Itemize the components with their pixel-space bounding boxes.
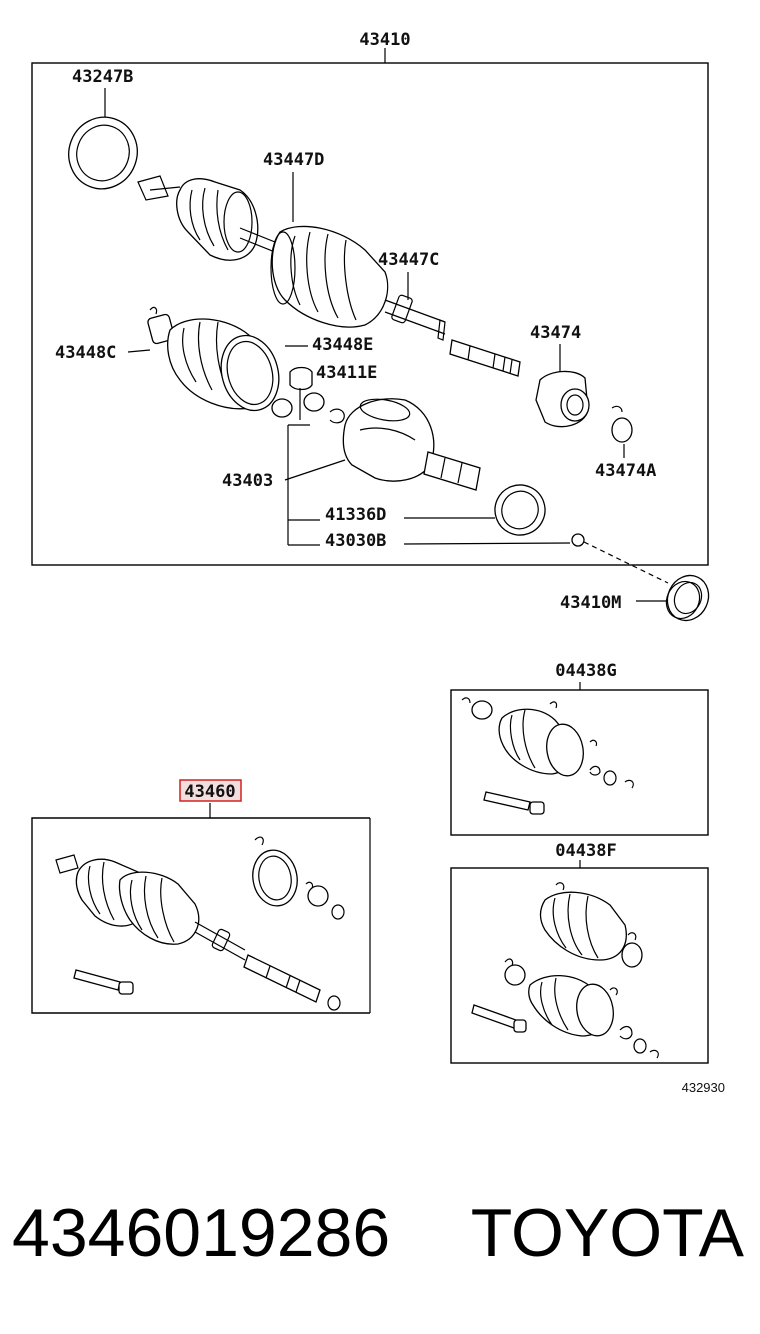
outer-shaft-assembly xyxy=(137,175,521,377)
label-41336d[interactable]: 41336D xyxy=(325,505,386,525)
small-clip-part xyxy=(329,408,345,424)
inner-boot-part xyxy=(147,306,280,412)
brand-text: TOYOTA xyxy=(471,1195,745,1271)
label-43410m[interactable]: 43410M xyxy=(560,593,621,613)
label-43474[interactable]: 43474 xyxy=(530,323,581,343)
bearing-part xyxy=(535,370,590,428)
figure-number: 432930 xyxy=(682,1080,725,1095)
main-assembly-frame xyxy=(31,62,709,566)
highlight-43460 xyxy=(179,779,242,802)
seal-part xyxy=(665,574,710,622)
label-43447d[interactable]: 43447D xyxy=(263,150,324,170)
boot-kit-f-frame xyxy=(450,867,709,1064)
label-43403[interactable]: 43403 xyxy=(222,471,273,491)
boot-kit-f-group: 04438F xyxy=(450,841,709,1064)
part-number-text: 4346019286 xyxy=(12,1195,390,1271)
label-04438g[interactable]: 04438G xyxy=(555,661,616,681)
label-43411e[interactable]: 43411E xyxy=(316,363,377,383)
snap-ring-part xyxy=(611,405,633,443)
label-43474a[interactable]: 43474A xyxy=(595,461,656,481)
label-04438f[interactable]: 04438F xyxy=(555,841,616,861)
dust-deflector-part xyxy=(494,484,546,536)
boot-kit-g-group: 04438G xyxy=(450,661,709,836)
outboard-joint-part xyxy=(342,398,481,491)
boot-kit-g-frame xyxy=(450,689,709,836)
label-43447c[interactable]: 43447C xyxy=(378,250,439,270)
label-43410[interactable]: 43410 xyxy=(359,30,410,50)
label-43460[interactable]: 43460 xyxy=(184,782,235,802)
clamp-ring-part xyxy=(68,116,138,190)
shaft-assembly-frame xyxy=(31,817,370,1014)
label-43247b[interactable]: 43247B xyxy=(72,67,133,87)
ball-part xyxy=(571,533,585,547)
shaft-assembly-group: 43460 xyxy=(31,779,371,1014)
label-43448c[interactable]: 43448C xyxy=(55,343,116,363)
label-43030b[interactable]: 43030B xyxy=(325,531,386,551)
tripod-part xyxy=(271,366,325,420)
label-43448e[interactable]: 43448E xyxy=(312,335,373,355)
main-assembly-group: 43410 43247B xyxy=(31,30,709,566)
